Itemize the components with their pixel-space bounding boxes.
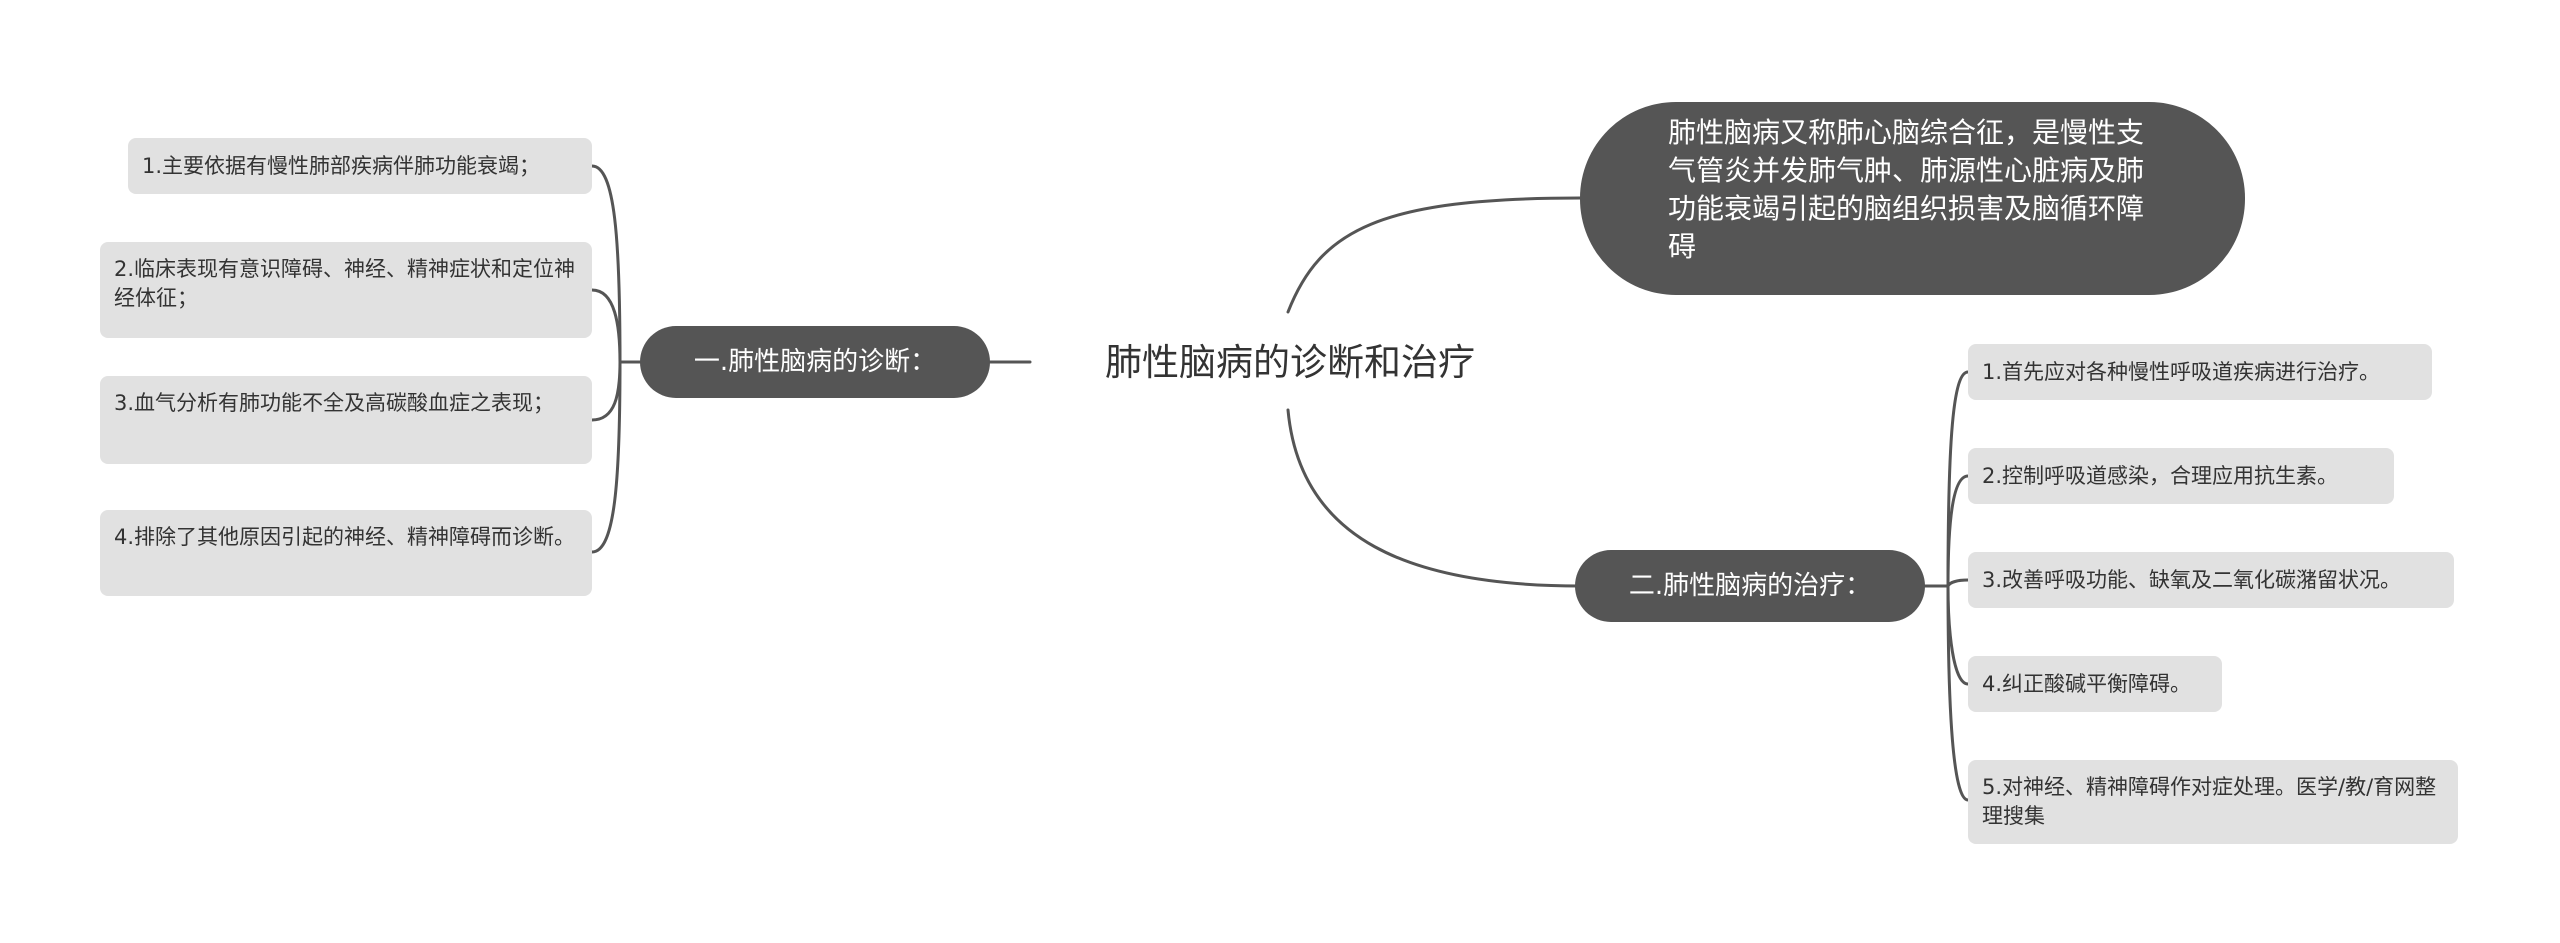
diagnosis-item-3[interactable]: 3.血气分析有肺功能不全及高碳酸血症之表现； [100,376,592,464]
diagnosis-item-4[interactable]: 4.排除了其他原因引起的神经、精神障碍而诊断。 [100,510,592,596]
treatment-item-4[interactable]: 4.纠正酸碱平衡障碍。 [1968,656,2222,712]
connector-diagnosis-leaf-3 [590,360,622,422]
diagnosis-branch[interactable]: 一.肺性脑病的诊断： [640,326,990,398]
connector-treatment-leaf-1 [1946,370,1970,588]
treatment-item-1[interactable]: 1.首先应对各种慢性呼吸道疾病进行治疗。 [1968,344,2432,400]
treatment-item-2[interactable]: 2.控制呼吸道感染，合理应用抗生素。 [1968,448,2394,504]
diagnosis-item-1[interactable]: 1.主要依据有慢性肺部疾病伴肺功能衰竭； [128,138,592,194]
description-node[interactable]: 肺性脑病又称肺心脑综合征，是慢性支气管炎并发肺气肿、肺源性心脏病及肺功能衰竭引起… [1580,102,2245,295]
connector-diagnosis-leaf-1 [590,164,622,364]
connector-root-treatment [1286,408,1582,588]
connector-treatment-leaf-5 [1946,584,1970,802]
treatment-item-5[interactable]: 5.对神经、精神障碍作对症处理。医学/教/育网整理搜集 [1968,760,2458,844]
treatment-item-3[interactable]: 3.改善呼吸功能、缺氧及二氧化碳潴留状况。 [1968,552,2454,608]
root-topic[interactable]: 肺性脑病的诊断和治疗 [1105,341,1475,384]
connector-treatment-leaf-4 [1946,584,1970,686]
connector-treatment-leaf-3 [1946,578,1970,588]
connector-diagnosis-leaf-4 [590,360,622,554]
diagnosis-item-2[interactable]: 2.临床表现有意识障碍、神经、精神症状和定位神经体征； [100,242,592,338]
treatment-branch[interactable]: 二.肺性脑病的治疗： [1575,550,1925,622]
connector-treatment-leaf-2 [1946,474,1970,588]
connector-root-description [1286,196,1582,314]
connector-diagnosis-leaf-2 [590,288,622,364]
